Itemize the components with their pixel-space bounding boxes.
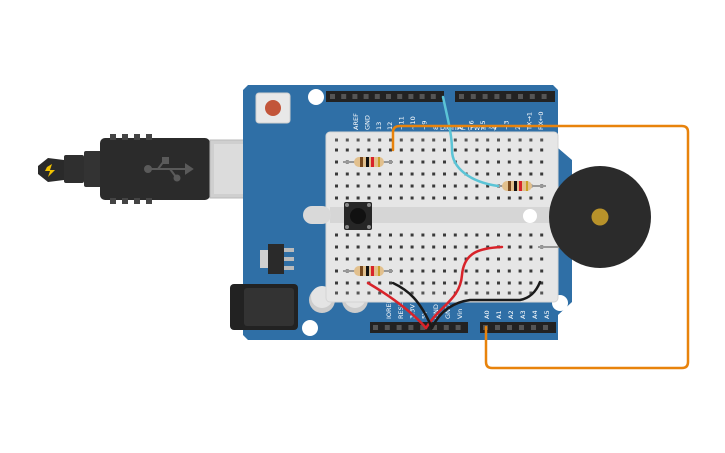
header-hole	[420, 325, 426, 330]
header-hole	[519, 325, 524, 330]
header-hole	[396, 325, 402, 330]
lightning-icon	[45, 164, 55, 177]
digital-pin-label: 4	[491, 126, 499, 130]
digital-pin-label: AREF	[352, 113, 360, 130]
header-hole	[386, 94, 391, 99]
header-hole	[507, 325, 512, 330]
digital-pin-label: TX→1	[526, 112, 534, 131]
wire-black[interactable]	[430, 280, 542, 330]
power-pin-label: Vin	[456, 309, 464, 319]
header-hole	[443, 325, 449, 330]
digital-pin-label: 13	[375, 122, 383, 130]
wire-cyan[interactable]	[441, 95, 500, 188]
power-pin-label: RESET	[397, 298, 405, 319]
header-hole	[432, 325, 437, 330]
digital-pin-label: ~11	[398, 116, 406, 130]
header-hole	[482, 94, 488, 99]
header-hole	[384, 325, 390, 330]
analog-pin-label: A4	[531, 310, 539, 319]
power-pin-label: GND	[432, 304, 440, 319]
header-hole	[430, 94, 436, 99]
voltage-regulator	[260, 244, 294, 274]
breadboard[interactable]	[303, 131, 560, 303]
header-hole	[419, 94, 425, 99]
digital-pin-label: ~10	[409, 116, 417, 130]
pushbutton[interactable]	[344, 202, 372, 230]
header-hole	[541, 94, 547, 99]
header-hole	[363, 94, 369, 99]
breadboard-center-channel	[330, 207, 556, 223]
resistor[interactable]	[343, 266, 393, 276]
mounting-hole	[302, 320, 318, 336]
digital-pin-label: GND	[363, 115, 371, 130]
header-hole	[352, 94, 358, 99]
piezo-buzzer[interactable]	[549, 166, 651, 268]
usb-grip-ridges	[110, 134, 152, 204]
header-hole	[408, 325, 414, 330]
digital-pin-label: 2	[514, 126, 522, 130]
resistor[interactable]	[343, 157, 393, 167]
digital-header-label: DIGITAL (PWM ~)	[440, 124, 496, 132]
header-hole	[397, 94, 403, 99]
header-hole	[341, 94, 347, 99]
dc-power-jack[interactable]	[230, 284, 298, 330]
header-hole	[374, 94, 380, 99]
wire-red[interactable]	[424, 245, 504, 330]
power-pin-label: IOREF	[385, 299, 393, 319]
wire-orange[interactable]	[391, 124, 690, 370]
header-hole	[529, 94, 535, 99]
digital-pin-label: 8	[432, 126, 440, 130]
header-hole	[495, 325, 500, 330]
digital-pin-label: 12	[386, 122, 394, 130]
header-hole	[470, 94, 476, 99]
reset-button[interactable]	[255, 92, 291, 124]
header-hole	[494, 94, 500, 99]
analog-pin-label: A3	[519, 310, 527, 319]
analog-pin-label: A0	[483, 310, 491, 319]
digital-pin-label: RX←0	[537, 111, 545, 130]
wire-black[interactable]	[391, 281, 434, 330]
digital-pin-label: 7	[456, 126, 464, 130]
wire-red[interactable]	[366, 281, 428, 330]
header-hole	[455, 325, 461, 330]
usb-symbol-icon	[144, 157, 194, 182]
header-hole	[373, 325, 378, 330]
power-pin-label: 3.3V	[409, 304, 417, 319]
header-hole	[330, 94, 335, 99]
header-hole	[531, 325, 536, 330]
mounting-hole	[308, 89, 324, 105]
power-pin-label: GND	[444, 304, 452, 319]
breadboard-holes	[335, 138, 544, 295]
analog-pin-label: A5	[543, 310, 551, 319]
header-hole	[506, 94, 512, 99]
analog-pin-label: A2	[507, 310, 515, 319]
header-hole	[408, 94, 414, 99]
header-hole	[543, 325, 548, 330]
resistor[interactable]	[496, 181, 546, 191]
analog-pin-label: A1	[495, 310, 503, 319]
header-hole	[459, 94, 464, 99]
header-hole	[518, 94, 523, 99]
